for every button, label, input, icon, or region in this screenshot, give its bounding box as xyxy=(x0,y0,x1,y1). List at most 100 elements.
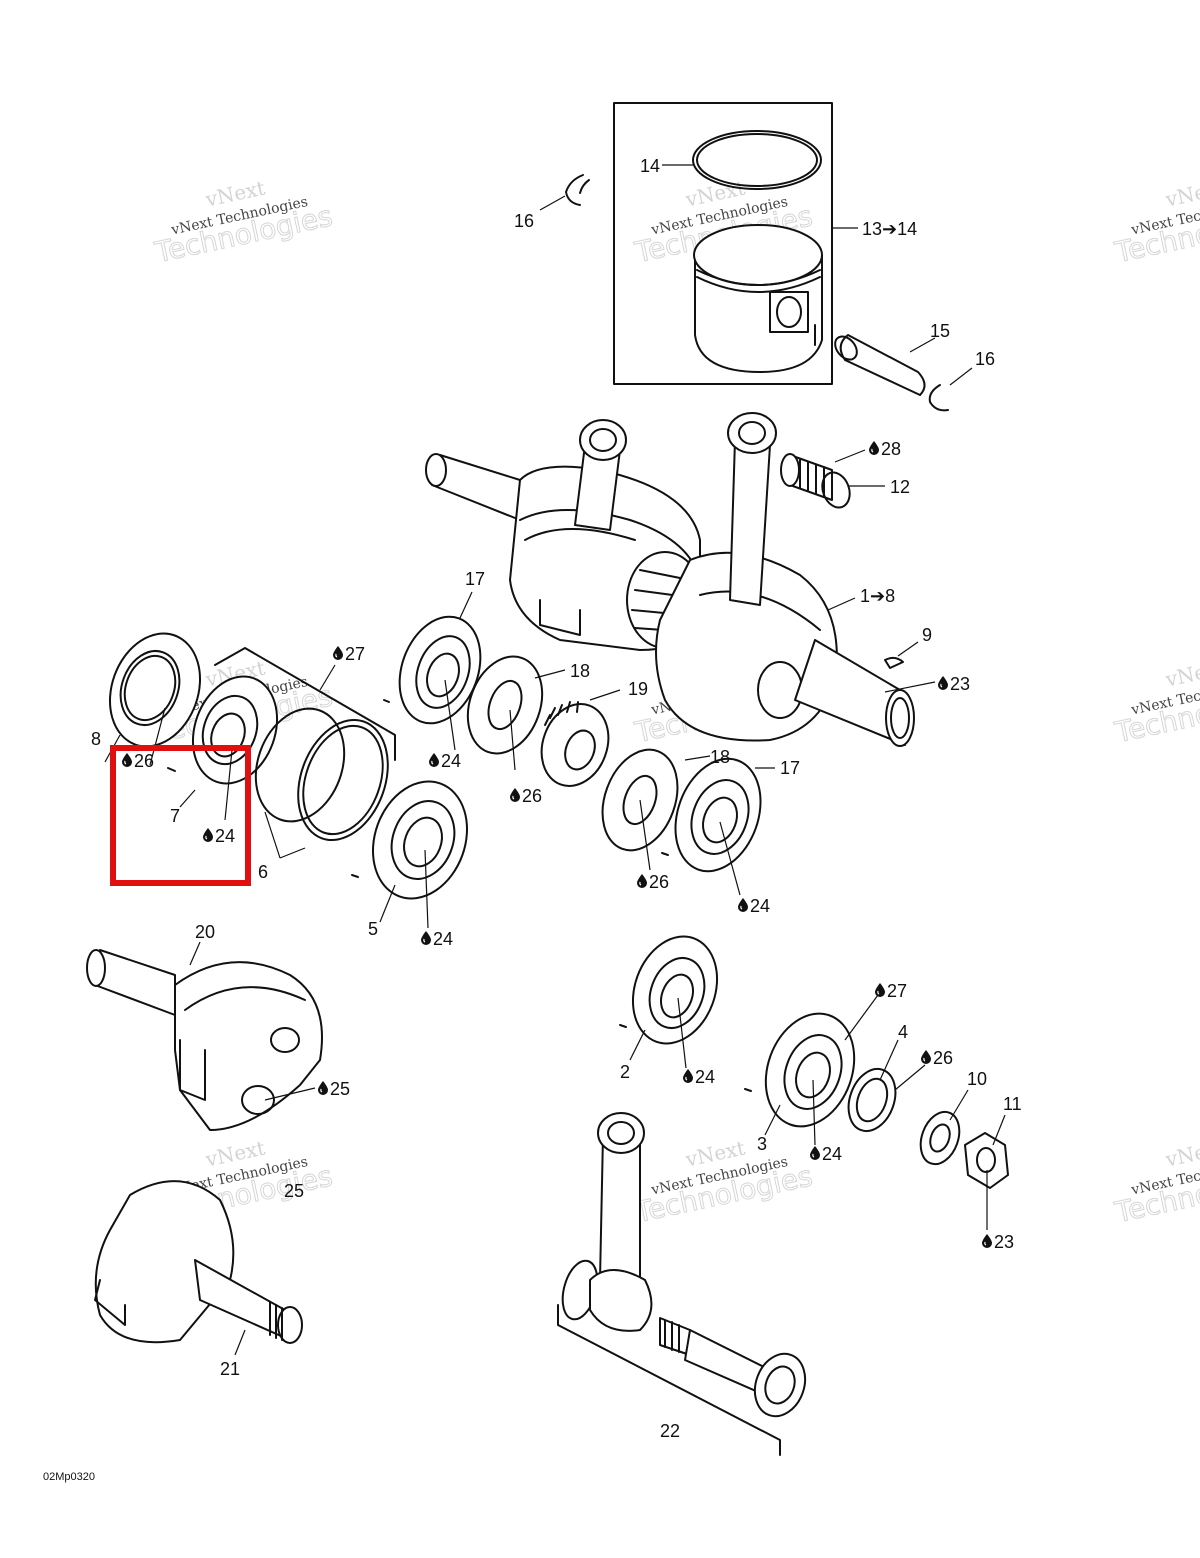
dowel-pin xyxy=(661,852,669,856)
callout-26-center: 26 xyxy=(522,786,542,806)
oil-drop-icon xyxy=(429,753,439,767)
oil-drop-icon xyxy=(875,983,885,997)
callout-24-bearing-2: 24 xyxy=(695,1067,715,1087)
watermark-6: vNext vNext Technologies Technologies xyxy=(1111,656,1200,750)
callout-9: 9 xyxy=(922,625,932,645)
oil-drop-icon xyxy=(203,828,213,842)
callout-16-top: 16 xyxy=(514,211,534,231)
piston-ring[interactable] xyxy=(692,130,822,190)
callout-18-lower: 18 xyxy=(710,747,730,767)
highlight-box xyxy=(110,745,251,886)
watermark-9: vNext vNext Technologies Technologies xyxy=(1111,1136,1200,1230)
callout-28: 28 xyxy=(881,439,901,459)
ball-bearing-2[interactable] xyxy=(619,925,732,1056)
connecting-rod-left[interactable] xyxy=(574,419,627,531)
piston-kit-frame xyxy=(613,102,833,385)
bracket-6 xyxy=(214,647,396,761)
piston-ring-inner xyxy=(696,133,818,187)
callout-21: 21 xyxy=(220,1359,240,1379)
connecting-rod-right[interactable] xyxy=(727,412,777,606)
callout-4: 4 xyxy=(898,1022,908,1042)
oil-drop-icon xyxy=(122,753,132,767)
dowel-pin xyxy=(619,1024,627,1028)
callout-15: 15 xyxy=(930,321,950,341)
rings-6[interactable] xyxy=(241,696,404,852)
callout-23-top: 23 xyxy=(950,674,970,694)
watermark-line1: vNext xyxy=(1163,176,1200,212)
crankshaft-assembly[interactable] xyxy=(425,412,915,747)
callout-22: 22 xyxy=(660,1421,680,1441)
callout-26-left: 26 xyxy=(134,751,154,771)
oil-drop-icon xyxy=(637,874,647,888)
callout-24-top-bearing: 24 xyxy=(441,751,461,771)
callout-25-top: 25 xyxy=(330,1079,350,1099)
callout-17-top: 17 xyxy=(465,569,485,589)
callout-26-lower: 26 xyxy=(649,872,669,892)
callout-1-8: 1➔8 xyxy=(860,586,895,606)
watermark-1: vNext vNext Technologies Technologies xyxy=(151,176,336,270)
callout-10: 10 xyxy=(967,1069,987,1089)
oil-drop-icon xyxy=(982,1234,992,1248)
callout-13-14: 13➔14 xyxy=(862,219,917,239)
oil-seal-4[interactable] xyxy=(840,1062,903,1137)
leader-lines xyxy=(104,164,1006,1356)
circlip-top[interactable] xyxy=(565,174,584,206)
watermark-3: vNext vNext Technologies Technologies xyxy=(1111,176,1200,270)
washer-10[interactable] xyxy=(914,1106,966,1169)
dowel-pin xyxy=(167,767,176,772)
oil-drop-icon xyxy=(921,1050,931,1064)
callout-23-lower: 23 xyxy=(994,1232,1014,1252)
callout-24-bearing-3: 24 xyxy=(822,1144,842,1164)
ball-bearing-7[interactable] xyxy=(179,665,292,796)
nut-11[interactable] xyxy=(964,1132,1009,1189)
piston-kit[interactable] xyxy=(613,102,833,385)
oil-drop-icon xyxy=(738,898,748,912)
ball-bearing-5[interactable] xyxy=(357,768,483,912)
callout-24-left: 24 xyxy=(215,826,235,846)
piston[interactable] xyxy=(693,224,823,373)
watermark-8: vNext vNext Technologies Technologies xyxy=(631,1136,816,1230)
callout-18-top: 18 xyxy=(570,661,590,681)
callout-27-top: 27 xyxy=(345,644,365,664)
callout-20: 20 xyxy=(195,922,215,942)
circlip-right[interactable] xyxy=(928,384,949,412)
callout-14: 14 xyxy=(640,156,660,176)
callout-labels: 14 16 13➔14 15 16 28 12 17 1➔8 9 27 18 1… xyxy=(43,156,1022,1483)
callout-5: 5 xyxy=(368,919,378,939)
callout-16-right: 16 xyxy=(975,349,995,369)
oil-drop-icon xyxy=(810,1146,820,1160)
oil-drop-icon xyxy=(333,646,343,660)
callout-8: 8 xyxy=(91,729,101,749)
crankshaft-half-20[interactable] xyxy=(86,949,323,1131)
watermark-line1: vNext xyxy=(1163,656,1200,692)
ball-bearing-17-lower[interactable] xyxy=(661,747,776,883)
wrist-pin[interactable] xyxy=(831,332,926,396)
callout-2: 2 xyxy=(620,1062,630,1082)
callout-6: 6 xyxy=(258,862,268,882)
oil-drop-icon xyxy=(318,1081,328,1095)
oil-seal-18-top[interactable] xyxy=(455,646,555,764)
callout-7: 7 xyxy=(170,806,180,826)
oil-seal-8[interactable] xyxy=(95,621,215,759)
drive-gear-19[interactable] xyxy=(531,695,620,796)
oil-drop-icon xyxy=(510,788,520,802)
dowel-pin xyxy=(351,874,359,878)
oil-drop-icon xyxy=(938,676,948,690)
circlip-top-inner xyxy=(579,179,590,194)
callout-27-lower: 27 xyxy=(887,981,907,1001)
callout-25-lower: 25 xyxy=(284,1181,304,1201)
drawing-code: 02Mp0320 xyxy=(43,1471,95,1483)
woodruff-key[interactable] xyxy=(884,656,904,669)
dowel-pin xyxy=(744,1088,752,1092)
callout-12: 12 xyxy=(890,477,910,497)
oil-drop-icon xyxy=(683,1069,693,1083)
connecting-rod-kit-22[interactable] xyxy=(557,1112,814,1456)
dowel-pin xyxy=(383,699,390,703)
callout-26-seal-4: 26 xyxy=(933,1048,953,1068)
watermark-line1: vNext xyxy=(1163,1136,1200,1172)
oil-drop-icon xyxy=(869,441,879,455)
ball-bearing-3[interactable] xyxy=(751,1001,870,1139)
callout-17-lower: 17 xyxy=(780,758,800,778)
crankshaft-half-21[interactable] xyxy=(94,1180,303,1344)
